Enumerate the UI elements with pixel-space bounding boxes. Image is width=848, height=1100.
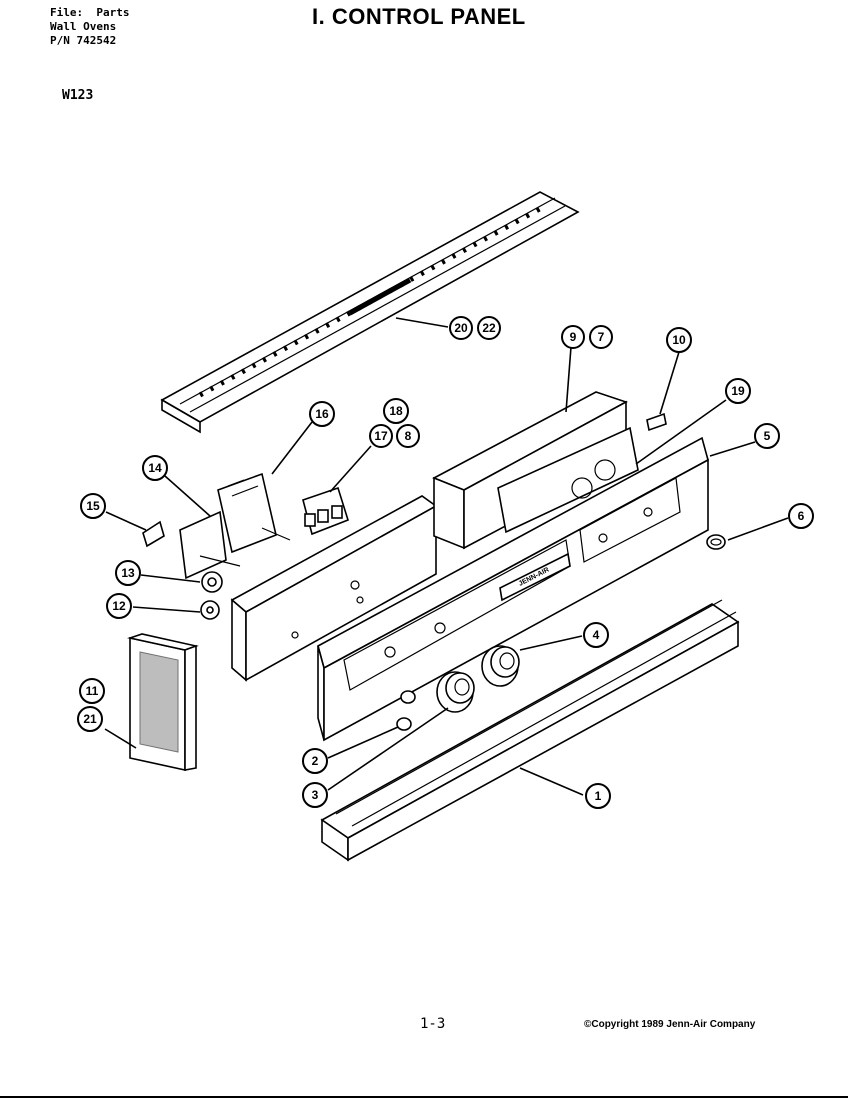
callout-6-label: 6 [798, 509, 805, 523]
callout-22-label: 22 [482, 321, 496, 335]
callout-17: 17 [369, 424, 393, 448]
callout-2: 2 [302, 748, 328, 774]
callout-2-label: 2 [312, 754, 319, 768]
bottom-rule [0, 1096, 848, 1098]
front-control-panel [317, 436, 709, 742]
callout-6: 6 [788, 503, 814, 529]
callout-21: 21 [77, 706, 103, 732]
callout-4-label: 4 [593, 628, 600, 642]
callout-19-label: 19 [731, 384, 745, 398]
callout-10: 10 [666, 327, 692, 353]
model-number: W123 [62, 88, 94, 103]
callout-3: 3 [302, 782, 328, 808]
callout-4: 4 [583, 622, 609, 648]
callout-14: 14 [142, 455, 168, 481]
callout-19: 19 [725, 378, 751, 404]
header-meta: File: Parts Wall Ovens P/N 742542 [50, 6, 129, 48]
callout-13: 13 [115, 560, 141, 586]
bushing-upper [400, 690, 416, 704]
callout-8-label: 8 [405, 429, 412, 443]
part-number-line: P/N 742542 [50, 34, 117, 47]
callout-3-label: 3 [312, 788, 319, 802]
callout-12-label: 12 [112, 599, 126, 613]
callout-15-label: 15 [86, 499, 100, 513]
leader-lines [104, 317, 789, 796]
callout-1: 1 [585, 783, 611, 809]
small-knob [706, 534, 726, 550]
file-line: File: Parts [50, 6, 130, 19]
callout-13-label: 13 [121, 566, 135, 580]
callout-5: 5 [754, 423, 780, 449]
small-bracket [142, 520, 165, 548]
product-line: Wall Ovens [50, 20, 117, 33]
knob-3 [436, 671, 475, 713]
bushing-lower [396, 717, 412, 731]
callout-17-label: 17 [374, 429, 388, 443]
page-title: I. CONTROL PANEL [312, 4, 526, 29]
callout-9: 9 [561, 325, 585, 349]
callout-7: 7 [589, 325, 613, 349]
callout-14-label: 14 [148, 461, 162, 475]
callout-7-label: 7 [598, 330, 605, 344]
copyright-notice: ©Copyright 1989 Jenn-Air Company [584, 1019, 756, 1030]
callout-1-label: 1 [595, 789, 602, 803]
callout-11-label: 11 [86, 684, 99, 698]
callout-16-label: 16 [315, 407, 329, 421]
switch-assembly [179, 472, 291, 580]
callout-12: 12 [106, 593, 132, 619]
callout-18: 18 [383, 398, 409, 424]
bottom-trim-rail [320, 599, 740, 862]
callout-10-label: 10 [672, 333, 686, 347]
page-number: 1-3 [420, 1016, 446, 1032]
callout-16: 16 [309, 401, 335, 427]
top-trim-slots [198, 203, 547, 398]
small-label [646, 412, 667, 432]
display-filter [126, 633, 199, 771]
infinite-switch-12 [200, 600, 220, 620]
callout-21-label: 21 [83, 712, 97, 726]
knob-4 [481, 645, 520, 687]
mounting-plate [230, 495, 438, 682]
infinite-switch-13 [201, 571, 223, 593]
callout-11: 11 [79, 678, 105, 704]
terminal-block [302, 486, 349, 536]
display-glass [497, 426, 639, 534]
callout-18-label: 18 [389, 404, 403, 418]
callout-15: 15 [80, 493, 106, 519]
top-trim-strip [160, 191, 580, 434]
callout-5-label: 5 [764, 429, 771, 443]
callout-20-label: 20 [454, 321, 468, 335]
callout-20: 20 [449, 316, 473, 340]
callout-9-label: 9 [570, 330, 577, 344]
callout-22: 22 [477, 316, 501, 340]
callout-8: 8 [396, 424, 420, 448]
